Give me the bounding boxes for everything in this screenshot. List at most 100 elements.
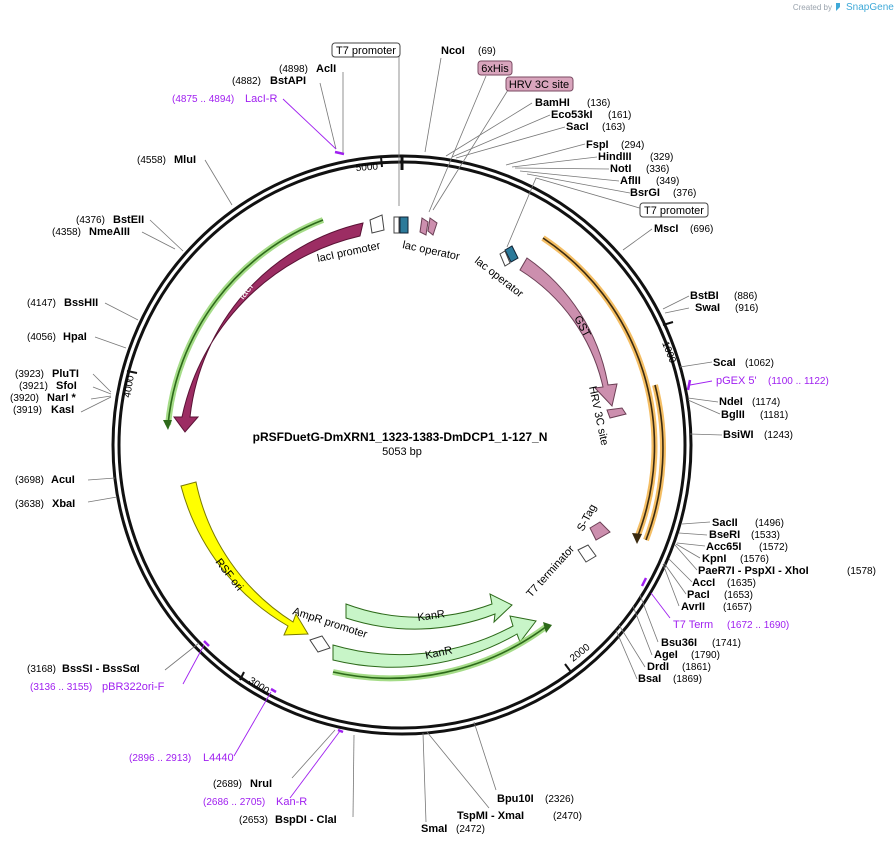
site-pos-acli: (4898) bbox=[279, 64, 308, 75]
site-hindiii: HindIII (329) bbox=[598, 151, 673, 163]
site-pos-agei: (1790) bbox=[691, 650, 720, 661]
ampr-promoter-feature bbox=[309, 635, 331, 653]
site-kasi: (3919) KasI bbox=[13, 404, 74, 416]
lac-operator-2-label: lac operator bbox=[472, 255, 525, 300]
site-pos-xbai: (3638) bbox=[15, 499, 44, 510]
site-drdi: DrdI (1861) bbox=[647, 661, 711, 673]
site-pos-bamhi: (136) bbox=[587, 98, 610, 109]
tick-2000 bbox=[564, 663, 572, 673]
site-name-ncoi: NcoI bbox=[441, 45, 465, 57]
site-agei: AgeI (1790) bbox=[654, 649, 720, 661]
primer-t7term: T7 Term (1672 .. 1690) bbox=[673, 619, 789, 631]
site-pos-drdi: (1861) bbox=[682, 662, 711, 673]
site-eco53ki: Eco53kI (161) bbox=[551, 109, 631, 121]
site-name-bsai: BsaI bbox=[638, 673, 661, 685]
primer-name-t7term: T7 Term bbox=[673, 619, 713, 631]
tick-label-1000: 1000 bbox=[659, 340, 678, 365]
site-name-kasi: KasI bbox=[51, 404, 74, 416]
sixxhis-box: 6xHis bbox=[477, 60, 513, 76]
hrv3c-feature-top bbox=[427, 217, 438, 236]
site-name-bsssi: BssSI - BssSαI bbox=[62, 663, 140, 675]
site-pos-nrui: (2689) bbox=[213, 779, 242, 790]
site-pos-tspmi: (2470) bbox=[553, 811, 582, 822]
site-name-fspi: FspI bbox=[586, 139, 609, 151]
tick-1000 bbox=[662, 321, 674, 326]
site-pos-nmeaiii: (4358) bbox=[52, 227, 81, 238]
site-sacii: SacII (1496) bbox=[712, 517, 784, 529]
site-acli: (4898) AclI bbox=[279, 63, 336, 75]
site-pos-bsssi: (3168) bbox=[27, 664, 56, 675]
hrv3c-top-box: HRV 3C site bbox=[505, 76, 574, 92]
leader-lines bbox=[80, 56, 723, 823]
site-acci: AccI (1635) bbox=[692, 577, 756, 589]
snapgene-logo: SnapGene bbox=[846, 2, 894, 13]
site-name-noti: NotI bbox=[610, 163, 631, 175]
site-name-swai: SwaI bbox=[695, 302, 720, 314]
site-pos-hpai: (4056) bbox=[27, 332, 56, 343]
site-name-bstbi: BstBI bbox=[690, 290, 719, 302]
tick-5000 bbox=[380, 156, 383, 168]
t7-terminator-label: T7 terminator bbox=[524, 543, 577, 600]
site-name-drdi: DrdI bbox=[647, 661, 669, 673]
site-bsrgi: BsrGI (376) bbox=[630, 187, 696, 199]
lac-operator-1-feature bbox=[399, 216, 409, 234]
primer-kan-r: (2686 .. 2705) Kan-R bbox=[203, 796, 307, 808]
primer-mark-t7term bbox=[640, 577, 648, 587]
site-name-scai: ScaI bbox=[713, 357, 736, 369]
site-pos-hindiii: (329) bbox=[650, 152, 673, 163]
site-bstbi: BstBI (886) bbox=[690, 290, 757, 302]
site-name-aflii: AflII bbox=[620, 175, 641, 187]
site-name-bglii: BglII bbox=[721, 409, 745, 421]
site-noti: NotI (336) bbox=[610, 163, 669, 175]
primer-name-kan-r: Kan-R bbox=[276, 796, 307, 808]
kanr-orf-line bbox=[332, 625, 548, 680]
site-bstapi: (4882) BstAPI bbox=[232, 75, 306, 87]
site-ncoi: NcoI (69) bbox=[441, 45, 496, 57]
site-pos-bstbi: (886) bbox=[734, 291, 757, 302]
primer-pos-pbr322ori-f: (3136 .. 3155) bbox=[30, 682, 92, 693]
site-pos-bspdi: (2653) bbox=[239, 815, 268, 826]
site-name-ndei: NdeI bbox=[719, 396, 743, 408]
site-name-nari: NarI * bbox=[47, 392, 76, 404]
site-name-pluti: PluTI bbox=[52, 368, 79, 380]
site-pos-aflii: (349) bbox=[656, 176, 679, 187]
site-pos-kasi: (3919) bbox=[13, 405, 42, 416]
site-pos-bpu10i: (2326) bbox=[545, 794, 574, 805]
site-name-bseri: BseRI bbox=[709, 529, 740, 541]
site-nrui: (2689) NruI bbox=[213, 778, 272, 790]
site-pos-acui: (3698) bbox=[15, 475, 44, 486]
gst-feature bbox=[519, 257, 618, 408]
site-swai: SwaI (916) bbox=[695, 302, 758, 314]
site-bsai: BsaI (1869) bbox=[638, 673, 702, 685]
site-pos-bseri: (1533) bbox=[751, 530, 780, 541]
tick-label-4000: 4000 bbox=[122, 374, 137, 398]
site-name-kpni: KpnI bbox=[702, 553, 726, 565]
site-pos-swai: (916) bbox=[735, 303, 758, 314]
site-paer7i: PaeR7I - PspXI - XhoI (1578) bbox=[698, 565, 876, 577]
site-pos-bsu36i: (1741) bbox=[712, 638, 741, 649]
site-name-nrui: NruI bbox=[250, 778, 272, 790]
lac-operator-1-label: lac operator bbox=[401, 239, 461, 263]
site-pos-acc65i: (1572) bbox=[759, 542, 788, 553]
primer-l4440: (2896 .. 2913) L4440 bbox=[129, 752, 234, 764]
kanr-orf-head bbox=[543, 622, 552, 633]
kanr-1-label: KanR bbox=[417, 608, 446, 624]
primer-leader-lines bbox=[182, 98, 713, 799]
tick-4000 bbox=[126, 370, 138, 374]
site-pluti: (3923) PluTI bbox=[15, 368, 79, 380]
site-avrii: AvrII (1657) bbox=[681, 601, 752, 613]
primer-name-pbr322ori-f: pBR322ori-F bbox=[102, 681, 165, 693]
site-pos-eco53ki: (161) bbox=[608, 110, 631, 121]
site-scai: ScaI (1062) bbox=[713, 357, 774, 369]
site-name-xbai: XbaI bbox=[52, 498, 75, 510]
site-bpu10i: Bpu10I (2326) bbox=[497, 793, 574, 805]
site-name-bsiwi: BsiWI bbox=[723, 429, 754, 441]
site-name-bsrgi: BsrGI bbox=[630, 187, 660, 199]
site-bseri: BseRI (1533) bbox=[709, 529, 780, 541]
site-name-bpu10i: Bpu10I bbox=[497, 793, 534, 805]
site-bsu36i: Bsu36I (1741) bbox=[661, 637, 741, 649]
site-name-agei: AgeI bbox=[654, 649, 678, 661]
site-pos-smai: (2472) bbox=[456, 824, 485, 835]
laci-feature bbox=[173, 222, 364, 433]
site-name-tspmi: TspMI - XmaI bbox=[457, 810, 524, 822]
